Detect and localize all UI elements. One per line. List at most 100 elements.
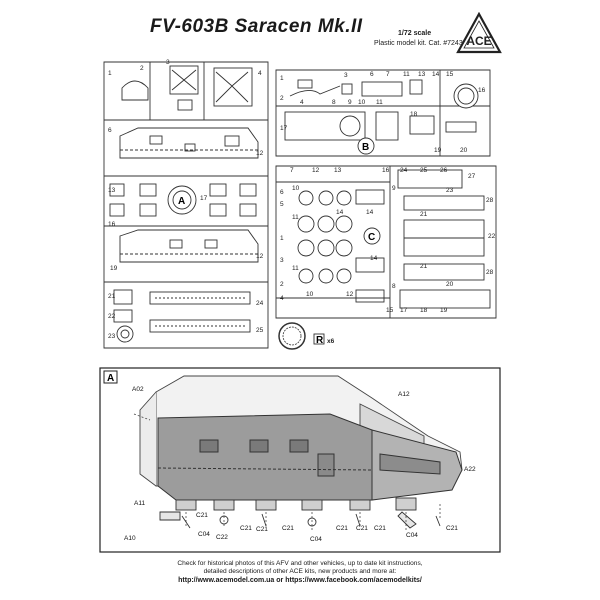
footer-line-2: detailed descriptions of other ACE kits,… (203, 568, 397, 576)
callout-a11: A11 (134, 500, 145, 507)
logo-text: ACE (466, 34, 491, 48)
svg-text:14: 14 (432, 71, 440, 78)
callout-c21: C21 (374, 525, 386, 532)
svg-text:23: 23 (108, 333, 116, 340)
svg-text:9: 9 (392, 185, 396, 192)
callout-c21: C21 (196, 512, 208, 519)
callout-a12: A12 (398, 391, 410, 398)
svg-text:20: 20 (446, 281, 454, 288)
step-callouts: A02 A12 A22 A11 A10 C21 C04 C22 C21 C21 … (124, 386, 476, 543)
svg-text:4: 4 (258, 70, 262, 77)
sprue-b-numbers: 3 1 2 4 8 9 10 11 6 7 11 13 14 15 16 17 … (280, 71, 486, 154)
ace-logo: ACE (456, 12, 502, 54)
svg-text:16: 16 (478, 87, 486, 94)
svg-text:16: 16 (108, 221, 116, 228)
svg-text:4: 4 (300, 99, 304, 106)
svg-text:7: 7 (290, 167, 294, 174)
svg-text:6: 6 (370, 71, 374, 78)
svg-text:14: 14 (366, 209, 374, 216)
svg-text:9: 9 (348, 99, 352, 106)
svg-text:12: 12 (346, 291, 354, 298)
sprue-r (278, 322, 325, 350)
svg-text:13: 13 (108, 187, 116, 194)
svg-text:23: 23 (446, 187, 454, 194)
sprue-b (275, 69, 491, 157)
sprue-a-badge (172, 190, 192, 210)
svg-text:19: 19 (110, 265, 118, 272)
footer: Check for historical photos of this AFV … (0, 560, 600, 585)
svg-text:27: 27 (468, 173, 476, 180)
svg-text:21: 21 (420, 211, 428, 218)
svg-text:8: 8 (332, 99, 336, 106)
svg-text:10: 10 (358, 99, 366, 106)
callout-c21: C21 (356, 525, 368, 532)
svg-text:19: 19 (434, 147, 442, 154)
svg-text:2: 2 (280, 281, 284, 288)
svg-text:14: 14 (336, 209, 344, 216)
assembly-leaders (133, 413, 441, 532)
svg-text:28: 28 (486, 269, 494, 276)
svg-text:7: 7 (386, 71, 390, 78)
sprue-b-badge (357, 137, 375, 155)
catalog-number: Plastic model kit. Cat. #72433 (374, 40, 467, 47)
svg-text:3: 3 (344, 72, 348, 79)
svg-text:10: 10 (306, 291, 314, 298)
callout-c22: C22 (216, 534, 228, 541)
wheel-hubs (297, 190, 353, 284)
callout-c04: C04 (310, 536, 322, 543)
svg-text:11: 11 (403, 71, 410, 78)
svg-text:5: 5 (280, 201, 284, 208)
callout-c04: C04 (406, 532, 418, 539)
callout-c21: C21 (282, 525, 294, 532)
svg-text:17: 17 (200, 195, 208, 202)
svg-text:22: 22 (488, 233, 496, 240)
svg-text:18: 18 (410, 111, 418, 118)
svg-text:15: 15 (446, 71, 454, 78)
hull-side (157, 413, 463, 501)
sprue-a-label: A (178, 196, 185, 207)
svg-text:25: 25 (420, 167, 428, 174)
callout-c21: C21 (336, 525, 348, 532)
svg-text:15: 15 (386, 307, 394, 314)
svg-text:21: 21 (108, 293, 116, 300)
svg-text:26: 26 (440, 167, 448, 174)
callout-c21: C21 (446, 525, 458, 532)
svg-text:12: 12 (256, 150, 264, 157)
a-part-2: 2 (140, 65, 144, 72)
sprue-a-numbers: 1 2 3 6 13 16 19 21 22 23 24 25 4 12 12 … (108, 59, 264, 340)
sprue-r-label: R (316, 335, 324, 346)
sprue-b-label: B (362, 142, 369, 153)
svg-text:12: 12 (256, 253, 264, 260)
scale-label: 1/72 scale (398, 30, 432, 37)
svg-text:14: 14 (370, 255, 378, 262)
callout-c21: C21 (256, 526, 268, 533)
svg-text:21: 21 (420, 263, 428, 270)
svg-text:13: 13 (418, 71, 426, 78)
svg-text:18: 18 (420, 307, 428, 314)
footer-links[interactable]: http://www.acemodel.com.ua or https://ww… (178, 576, 422, 584)
svg-text:17: 17 (400, 307, 408, 314)
svg-text:13: 13 (334, 167, 342, 174)
svg-text:16: 16 (382, 167, 390, 174)
svg-text:1: 1 (108, 70, 112, 77)
svg-text:20: 20 (460, 147, 468, 154)
callout-a22: A22 (464, 466, 476, 473)
sprue-r-count: x6 (327, 338, 335, 345)
step-a-label: A (107, 373, 114, 384)
callout-a10: A10 (124, 535, 136, 542)
svg-text:3: 3 (166, 59, 170, 66)
svg-text:6: 6 (280, 189, 284, 196)
svg-text:4: 4 (280, 295, 284, 302)
sprue-c-badge (363, 227, 381, 245)
callout-a02: A02 (132, 386, 144, 393)
svg-text:1: 1 (280, 235, 284, 242)
page-title: FV-603B Saracen Mk.II (150, 16, 363, 37)
svg-text:19: 19 (440, 307, 448, 314)
footer-line-1: Check for historical photos of this AFV … (177, 560, 423, 567)
callout-c21: C21 (240, 525, 252, 532)
svg-text:17: 17 (280, 125, 288, 132)
callout-c04: C04 (198, 531, 210, 538)
sprue-c-label: C (368, 232, 375, 243)
svg-text:11: 11 (292, 214, 299, 221)
